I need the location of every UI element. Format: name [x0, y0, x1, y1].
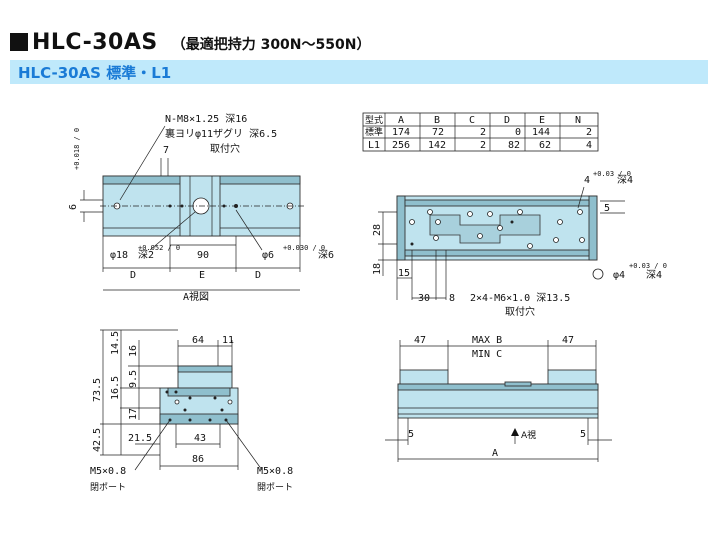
table-header: E	[539, 115, 545, 126]
table-header: C	[469, 115, 475, 126]
table-cell: 256	[392, 140, 410, 151]
title-square-icon	[10, 33, 28, 51]
dim-max-B: MAX B	[472, 335, 502, 346]
dim-86: 86	[192, 454, 204, 465]
hole2-tol: +0.03 / 0	[629, 262, 667, 270]
table-cell: 82	[508, 140, 520, 151]
dim-7: 7	[163, 145, 169, 156]
table-cell: 2	[480, 140, 486, 151]
dim-47-right: 47	[562, 335, 574, 346]
dim-14-5: 14.5	[110, 331, 121, 355]
page-title: HLC-30AS （最適把持力 300N～550N）	[10, 30, 370, 56]
dim-17: 17	[128, 408, 139, 420]
table-cell: L1	[368, 140, 380, 151]
table-cell: 4	[586, 140, 592, 151]
dim-D-right: D	[255, 270, 261, 281]
table-cell: 2	[586, 127, 592, 138]
port-open-caption: 開ポート	[257, 482, 293, 493]
hole-small: 4	[584, 175, 590, 186]
table-cell: 174	[392, 127, 410, 138]
table-cell: 0	[515, 127, 521, 138]
view-arrow-icon	[511, 428, 519, 436]
table-cell: 2	[480, 127, 486, 138]
dim-30: 30	[418, 293, 430, 304]
side-view: 47 47 MAX B MIN C 5 5 A視 A	[385, 335, 612, 462]
hole2-depth: 深4	[646, 269, 662, 281]
end-view: 64 11 14.5 16 16.5 73.5 9.5 17 42.5 21.5…	[90, 329, 293, 493]
table-cell: 62	[539, 140, 551, 151]
table-cell: 標準	[365, 126, 383, 138]
dim-8: 8	[449, 293, 455, 304]
dim-6: 6	[68, 204, 79, 210]
note-counterbore: 裏ヨリφ11ザグリ 深6.5	[165, 127, 277, 140]
table-header: 型式	[365, 114, 383, 126]
dim-5: 5	[604, 203, 610, 214]
dim-42-5: 42.5	[92, 428, 103, 452]
dim-11: 11	[222, 335, 234, 346]
note-mount: 取付穴	[210, 142, 240, 155]
table-cell: 72	[432, 127, 444, 138]
bottom-view: 4 +0.03 / 0 深4 5 28 18 15 30 8 2×4-M6×1.…	[372, 170, 667, 318]
dim-18: 18	[372, 263, 383, 275]
table-header: B	[434, 115, 440, 126]
view-caption-A: A視図	[183, 290, 209, 303]
hole-small-tol: +0.03 / 0	[593, 170, 631, 178]
tap-caption: 取付穴	[505, 305, 535, 318]
hole-left-tol: +0.052 / 0	[138, 244, 180, 252]
table-cell: 142	[428, 140, 446, 151]
note-thread: N-M8×1.25 深16	[165, 113, 247, 125]
port-closed-caption: 閉ポート	[90, 482, 126, 493]
dim-9-5: 9.5	[128, 370, 139, 388]
dim-47-left: 47	[414, 335, 426, 346]
table-header: N	[575, 115, 581, 126]
dim-73-5: 73.5	[92, 378, 103, 402]
dim-90: 90	[197, 250, 209, 261]
dim-15: 15	[398, 268, 410, 279]
hole-left: φ18	[110, 250, 128, 261]
hole-small-depth: 深4	[617, 174, 633, 186]
tap-note: 2×4-M6×1.0 深13.5	[470, 292, 570, 304]
dim-21-5: 21.5	[128, 433, 152, 444]
dim-min-C: MIN C	[472, 349, 502, 360]
dim-64: 64	[192, 335, 204, 346]
title-grip-force: （最適把持力 300N～550N）	[171, 37, 371, 53]
dim-D-left: D	[130, 270, 136, 281]
spec-table: 型式 A B C D E N 標準 174 72 2 0 144 2 L1 25…	[362, 112, 599, 152]
port-open-thread: M5×0.8	[257, 466, 293, 477]
dim-16-5: 16.5	[110, 376, 121, 400]
dim-43: 43	[194, 433, 206, 444]
hole-right-depth: 深6	[318, 249, 334, 261]
top-view: 6 +0.018 / 0 N-M8×1.25 深16 裏ヨリφ11ザグリ 深6.…	[68, 113, 334, 303]
section-band-label: HLC-30AS 標準・L1	[18, 64, 172, 82]
hole-right-tol: +0.030 / 0	[283, 244, 325, 252]
table-header: A	[398, 115, 404, 126]
section-band: HLC-30AS 標準・L1	[10, 60, 708, 84]
pin-hole	[592, 268, 604, 280]
dim-A: A	[492, 448, 498, 459]
dim-E: E	[199, 270, 205, 281]
hole2: φ4	[613, 270, 625, 281]
dim-28: 28	[372, 224, 383, 236]
hole-right: φ6	[262, 250, 274, 261]
dim-5-right: 5	[580, 429, 586, 440]
hole-left-depth: 深2	[138, 249, 154, 261]
title-model: HLC-30AS	[32, 30, 158, 55]
arrow-label: A視	[521, 429, 536, 441]
dim-6-tol: +0.018 / 0	[73, 128, 81, 170]
table-header: D	[504, 115, 510, 126]
dim-16: 16	[128, 345, 139, 357]
port-closed-thread: M5×0.8	[90, 466, 126, 477]
table-cell: 144	[532, 127, 550, 138]
dim-5-left: 5	[408, 429, 414, 440]
